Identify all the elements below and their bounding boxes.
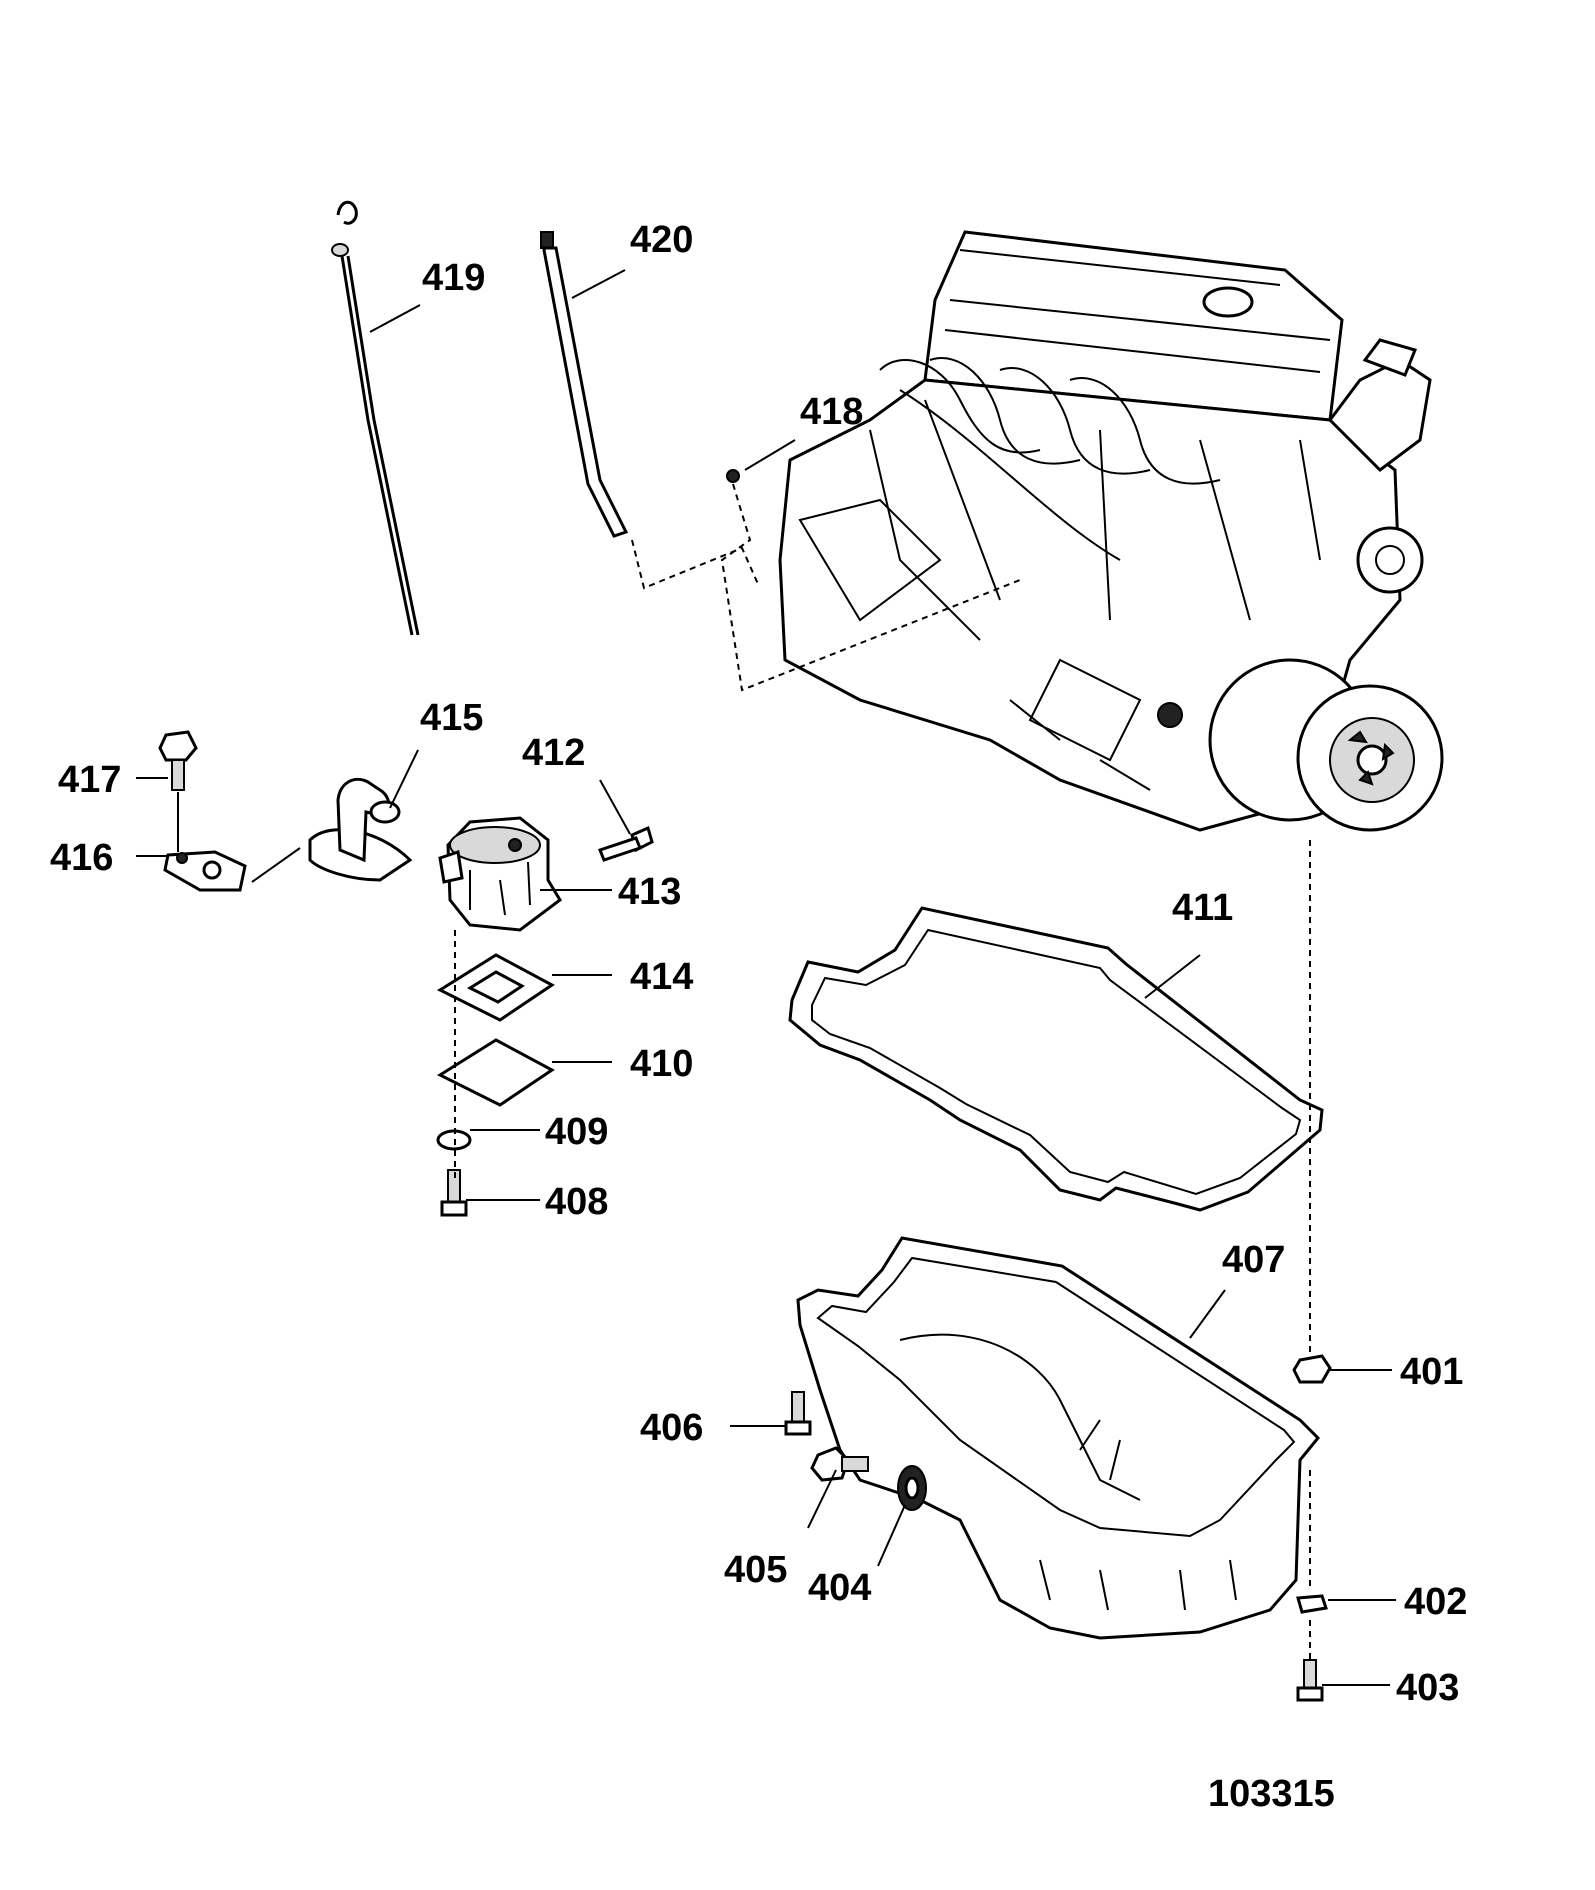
bolt-408 bbox=[440, 1169, 468, 1217]
callout-419: 419 bbox=[422, 257, 485, 299]
nut-401 bbox=[1292, 1354, 1332, 1384]
oil-pan-407 bbox=[796, 1236, 1321, 1640]
washer-404 bbox=[897, 1465, 927, 1511]
figure-id: 103315 bbox=[1208, 1773, 1335, 1815]
callout-418: 418 bbox=[800, 391, 863, 433]
callout-411: 411 bbox=[1172, 887, 1233, 929]
dipstick-419 bbox=[331, 200, 420, 636]
dipstick-tube-420 bbox=[540, 231, 759, 590]
callout-413: 413 bbox=[618, 871, 681, 913]
callout-406: 406 bbox=[640, 1407, 703, 1449]
oil-pump-413 bbox=[438, 816, 562, 932]
oil-pan-gasket-411 bbox=[788, 906, 1324, 1212]
callout-405: 405 bbox=[724, 1549, 787, 1591]
pickup-tube-415 bbox=[251, 777, 413, 883]
callout-409: 409 bbox=[545, 1111, 608, 1153]
callout-412: 412 bbox=[522, 732, 585, 774]
bolt-403 bbox=[1296, 1659, 1324, 1702]
callout-408: 408 bbox=[545, 1181, 608, 1223]
washer-402 bbox=[1296, 1594, 1328, 1614]
callout-417: 417 bbox=[58, 759, 121, 801]
callout-404: 404 bbox=[808, 1567, 871, 1609]
callout-402: 402 bbox=[1404, 1581, 1467, 1623]
callout-401: 401 bbox=[1400, 1351, 1463, 1393]
gasket-410 bbox=[436, 1038, 555, 1107]
callout-414: 414 bbox=[630, 956, 693, 998]
callout-403: 403 bbox=[1396, 1667, 1459, 1709]
callout-407: 407 bbox=[1222, 1239, 1285, 1281]
fitting-418 bbox=[720, 469, 1021, 692]
engine-block bbox=[778, 230, 1444, 832]
callout-420: 420 bbox=[630, 219, 693, 261]
leader-lines bbox=[136, 269, 1396, 1686]
gasket-414 bbox=[436, 953, 555, 1022]
bolt-412 bbox=[598, 825, 654, 862]
bracket-416 bbox=[163, 850, 247, 892]
bolt-417 bbox=[158, 730, 198, 852]
callout-416: 416 bbox=[50, 837, 113, 879]
drain-plug-405 bbox=[810, 1446, 869, 1482]
stud-406 bbox=[784, 1391, 812, 1436]
callout-415: 415 bbox=[420, 697, 483, 739]
callout-410: 410 bbox=[630, 1043, 693, 1085]
